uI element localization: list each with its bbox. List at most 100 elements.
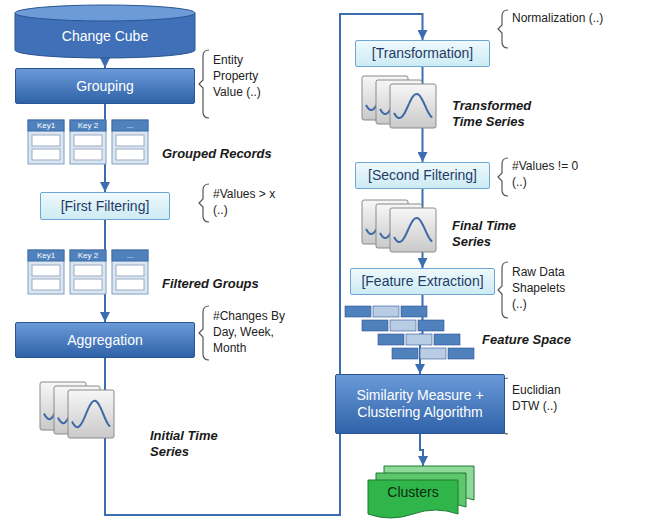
artifact-label: Filtered Groups <box>162 276 292 292</box>
filter-box: [Transformation] <box>355 40 490 67</box>
time-series-card <box>390 84 436 128</box>
key-label: Key1 <box>28 120 64 131</box>
feature-cell <box>345 306 371 317</box>
node-text: [First Filtering] <box>61 198 150 215</box>
feature-cell <box>401 306 427 317</box>
artifact-label: Transformed Time Series <box>452 98 557 131</box>
annotation-text: #Changes By Day, Week, Month <box>213 308 298 357</box>
node-text: [Feature Extraction] <box>361 273 483 290</box>
artifact-label: Final Time Series <box>452 218 557 251</box>
bracket <box>199 306 209 360</box>
wave <box>72 401 110 427</box>
feature-cell <box>362 320 388 331</box>
card-header <box>112 120 148 131</box>
wave <box>394 218 432 242</box>
record-row <box>32 149 60 160</box>
record-card <box>112 250 148 294</box>
artifact-label: Grouped Records <box>162 146 292 162</box>
artifact-label: Initial Time Series <box>150 428 245 461</box>
record-card <box>70 120 106 164</box>
annotation-text: #Values > x (..) <box>213 186 293 218</box>
annotation-text: Raw Data Shapelets (..) <box>512 264 582 313</box>
filter-box: [Second Filtering] <box>355 162 490 189</box>
card-header <box>28 250 64 261</box>
record-card <box>112 120 148 164</box>
key-label: ... <box>112 250 148 261</box>
card-body <box>390 84 436 128</box>
bracket <box>199 184 209 222</box>
feature-cell <box>392 348 418 359</box>
bracket <box>498 158 508 196</box>
annotation-text: #Values != 0 (..) <box>512 158 594 190</box>
feature-cell <box>406 334 432 345</box>
time-series-card <box>390 208 436 252</box>
record-row <box>32 279 60 290</box>
filter-box: [First Filtering] <box>40 192 170 220</box>
record-row <box>116 279 144 290</box>
record-row <box>74 149 102 160</box>
node-text: Clusters <box>368 484 458 501</box>
card-body <box>70 120 106 164</box>
document-sheet <box>368 480 458 518</box>
annotation-text: Euclidian DTW (..) <box>512 382 574 414</box>
document-stack: Clusters <box>368 466 478 524</box>
card-body <box>112 250 148 294</box>
card-body <box>390 208 436 252</box>
key-label: Key 2 <box>70 250 106 261</box>
card-body <box>68 390 114 438</box>
record-row <box>74 135 102 146</box>
cylinder-top <box>15 5 195 21</box>
process-box: Aggregation <box>15 322 195 358</box>
node-text: [Transformation] <box>372 45 473 62</box>
record-row <box>32 135 60 146</box>
process-box: Similarity Measure + Clustering Algorith… <box>335 374 505 434</box>
node-text: Similarity Measure + Clustering Algorith… <box>336 387 504 421</box>
annotation-text: Entity Property Value (..) <box>213 52 275 101</box>
card-body <box>28 250 64 294</box>
card-header <box>28 120 64 131</box>
feature-cell <box>390 320 416 331</box>
annotation-text: Normalization (..) <box>512 10 604 26</box>
bracket <box>498 10 508 48</box>
card-header <box>112 250 148 261</box>
record-row <box>74 279 102 290</box>
process-box: Grouping <box>15 68 195 104</box>
record-card <box>28 250 64 294</box>
bracket <box>498 262 508 318</box>
time-series-card <box>68 390 114 438</box>
key-label: Key 2 <box>70 120 106 131</box>
card-header <box>70 250 106 261</box>
node-text: Grouping <box>76 78 134 95</box>
record-row <box>32 265 60 276</box>
node-text: Aggregation <box>67 332 143 349</box>
data-cylinder: Change Cube <box>15 5 195 58</box>
feature-cell <box>378 334 404 345</box>
key-label: ... <box>112 120 148 131</box>
card-body <box>28 120 64 164</box>
record-row <box>116 135 144 146</box>
card-header <box>70 120 106 131</box>
feature-cell <box>373 306 399 317</box>
record-row <box>116 149 144 160</box>
artifact-label: Feature Space <box>482 332 602 348</box>
feature-cell <box>418 320 444 331</box>
flow-arrow <box>104 58 106 68</box>
flow-arrow <box>420 434 423 466</box>
node-text: Change Cube <box>62 28 148 45</box>
record-row <box>74 265 102 276</box>
record-card <box>28 120 64 164</box>
card-body <box>112 120 148 164</box>
card-body <box>70 250 106 294</box>
node-text: [Second Filtering] <box>368 167 477 184</box>
feature-cell <box>434 334 460 345</box>
record-row <box>116 265 144 276</box>
feature-cell <box>420 348 446 359</box>
key-label: Key1 <box>28 250 64 261</box>
wave <box>394 94 432 118</box>
filter-box: [Feature Extraction] <box>350 268 495 295</box>
bracket <box>199 50 209 118</box>
feature-cell <box>448 348 474 359</box>
record-card <box>70 250 106 294</box>
